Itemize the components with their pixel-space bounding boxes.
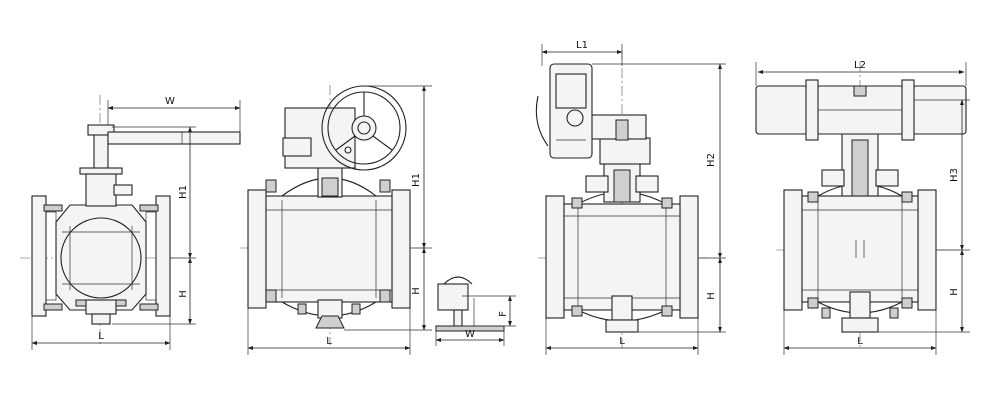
left-flange [31, 195, 47, 317]
dim-label-h: H [706, 292, 717, 300]
dim-label-l1: L1 [576, 40, 588, 51]
left-flange [545, 195, 565, 319]
dim-label-h: H [178, 290, 189, 298]
right-flange [917, 189, 937, 311]
dim-label-l: L [857, 336, 863, 347]
lever-hub [87, 124, 115, 136]
dim-label-l2: L2 [854, 60, 866, 71]
valve-body [563, 203, 681, 311]
valve-body [801, 195, 919, 303]
bottom-trunnion [315, 315, 345, 329]
bottom-trunnion [605, 319, 639, 333]
bonnet [85, 171, 117, 207]
electric-actuator-view: L1 H2 H L [535, 40, 726, 355]
lever-handle [107, 131, 241, 145]
dim-label-h1: H1 [178, 185, 189, 199]
left-flange [247, 189, 267, 309]
pneumatic-actuator-view: L2 H3 H L [755, 60, 970, 355]
dim-label-h: H [949, 288, 960, 296]
dim-label-h1: H1 [411, 173, 422, 187]
dim-label-f: F [498, 311, 509, 317]
stem [93, 129, 109, 175]
dim-label-h3: H3 [949, 168, 960, 182]
right-flange [155, 195, 171, 317]
lever-valve-view: W H1 H L [20, 95, 241, 350]
dim-label-l: L [619, 336, 625, 347]
dim-label-h2: H2 [706, 153, 717, 167]
dim-label-w: W [465, 329, 475, 340]
valve-body [265, 195, 393, 303]
dim-label-w: W [165, 96, 175, 107]
dim-label-h: H [411, 287, 422, 295]
left-flange [783, 189, 803, 311]
dim-label-l: L [326, 336, 332, 347]
handwheel [321, 85, 407, 171]
ball [60, 217, 142, 299]
gearbox-side-view: F W [435, 276, 516, 346]
gear-valve-view: H1 H L F W [240, 85, 516, 355]
bottom-trunnion [85, 299, 117, 315]
valve-body [55, 204, 147, 311]
bottom-trunnion [841, 317, 879, 333]
dim-label-l: L [98, 331, 104, 342]
right-flange [391, 189, 411, 309]
right-flange [679, 195, 699, 319]
